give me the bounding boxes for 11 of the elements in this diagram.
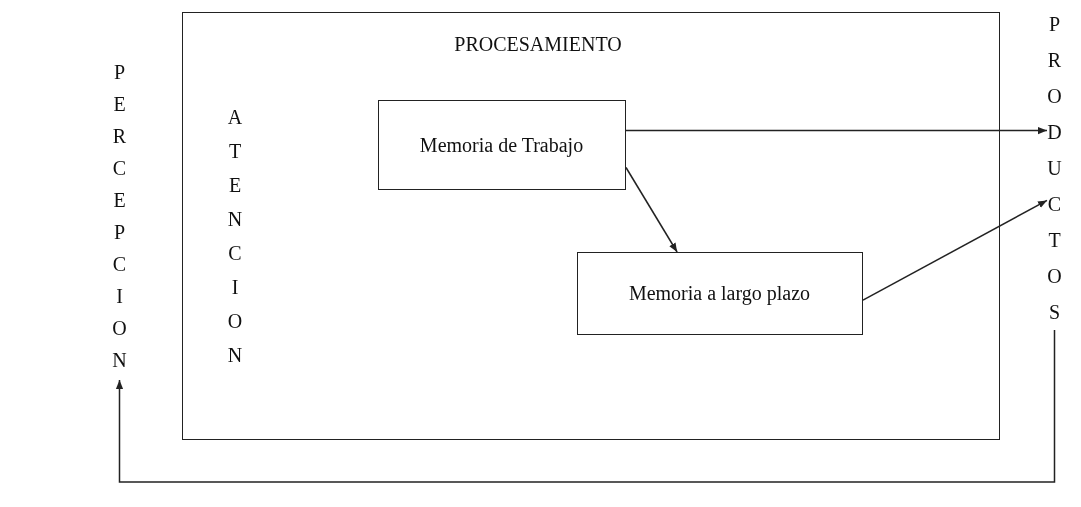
process-box: Memoria de Trabajo <box>377 99 626 190</box>
arrow <box>115 329 1056 483</box>
vertical-label: PRODUCTOS <box>1047 6 1062 330</box>
arrow <box>625 127 1048 135</box>
frame-title: PROCESAMIENTO <box>453 33 623 56</box>
arrow <box>862 199 1048 301</box>
arrow <box>625 166 678 253</box>
process-box: Memoria a largo plazo <box>576 251 863 335</box>
vertical-label: PERCEPCION <box>112 56 127 376</box>
vertical-label: ATENCION <box>227 99 243 372</box>
process-frame <box>182 12 1000 440</box>
